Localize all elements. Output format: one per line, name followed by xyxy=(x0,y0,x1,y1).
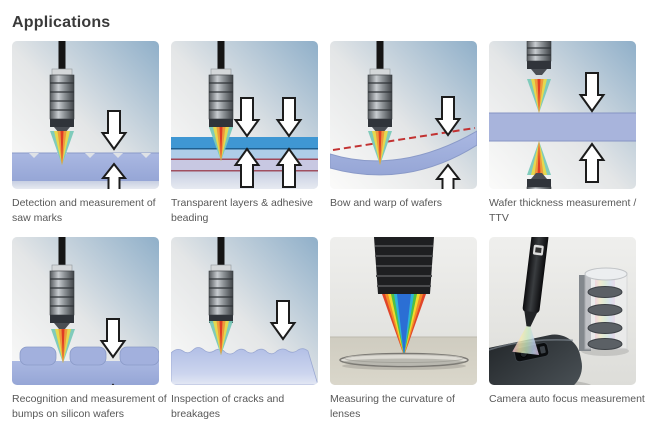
cracks-breakages-illustration xyxy=(171,237,318,385)
transparent-layers-illustration xyxy=(171,41,318,189)
page-header: Applications xyxy=(0,0,650,41)
application-caption: Detection and measurement of saw marks xyxy=(12,197,156,225)
bow-warp-illustration xyxy=(330,41,477,189)
application-caption: Transparent layers & adhesive beading xyxy=(171,197,314,225)
application-caption: Measuring the curvature of lenses xyxy=(330,393,455,421)
application-caption: Recognition and measurement of bumps on … xyxy=(12,393,167,421)
application-caption: Camera auto focus measurement xyxy=(489,393,645,405)
application-caption: Wafer thickness measurement / TTV xyxy=(489,197,637,225)
application-card-wafer-thickness: Wafer thickness measurement / TTV xyxy=(489,41,636,236)
application-card-transparent-layers: Transparent layers & adhesive beading xyxy=(171,41,318,236)
bumps-silicon-wafer-illustration xyxy=(12,237,159,385)
saw-marks-illustration xyxy=(12,41,159,189)
application-card-camera-autofocus: Camera auto focus measurement xyxy=(489,237,645,432)
applications-grid: Detection and measurement of saw marks T… xyxy=(0,41,650,432)
page-title: Applications xyxy=(12,14,111,31)
application-card-cracks: Inspection of cracks and breakages xyxy=(171,237,318,432)
lens-curvature-illustration xyxy=(330,237,477,385)
application-card-bow-warp: Bow and warp of wafers xyxy=(330,41,477,236)
application-card-saw-marks: Detection and measurement of saw marks xyxy=(12,41,159,236)
wafer-thickness-ttv-illustration xyxy=(489,41,636,189)
application-caption: Bow and warp of wafers xyxy=(330,197,443,209)
application-caption: Inspection of cracks and breakages xyxy=(171,393,285,421)
camera-autofocus-illustration xyxy=(489,237,636,385)
application-card-bumps: Recognition and measurement of bumps on … xyxy=(12,237,167,432)
application-card-lens-curvature: Measuring the curvature of lenses xyxy=(330,237,477,432)
